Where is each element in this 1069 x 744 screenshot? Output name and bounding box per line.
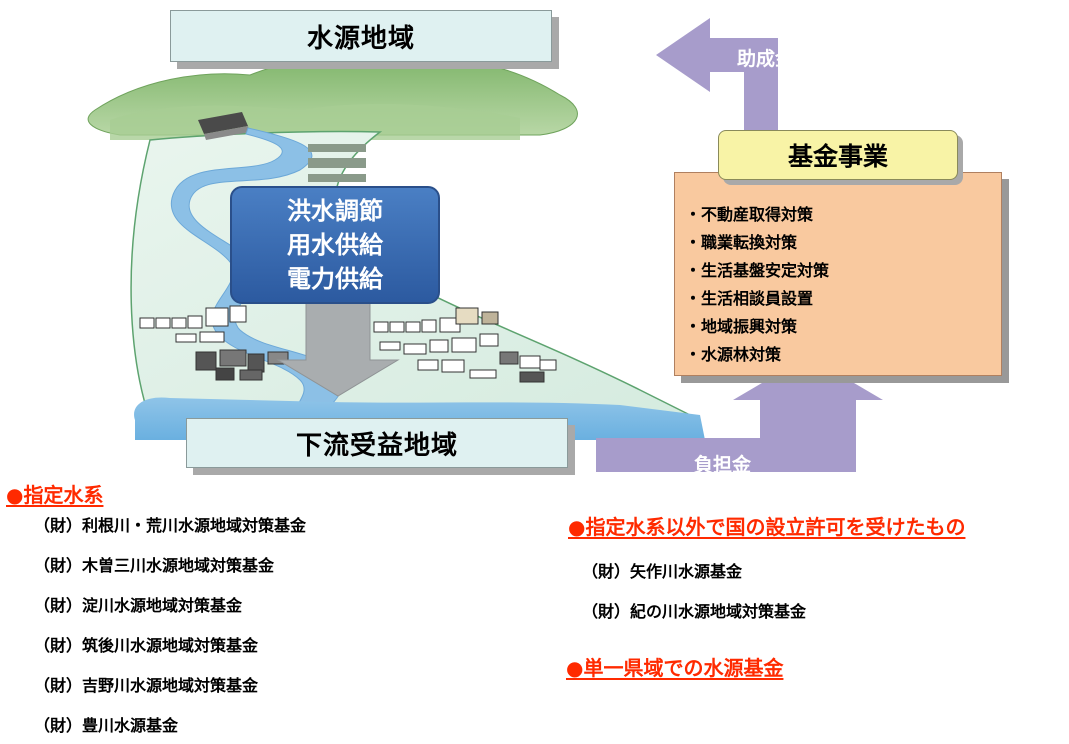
fund-projects-list: ・不動産取得対策 ・職業転換対策 ・生活基盤安定対策 ・生活相談員設置 ・地域振…: [685, 201, 1001, 369]
non-designated-fund-list: （財）矢作川水源基金 （財）紀の川水源地域対策基金: [582, 560, 806, 640]
fund-project-item: ・水源林対策: [685, 345, 782, 364]
list-item: （財）矢作川水源基金: [582, 562, 743, 581]
non-designated-heading: ●指定水系以外で国の設立許可を受けたもの: [568, 515, 966, 539]
burden-arrow: [596, 356, 883, 472]
list-item: （財）紀の川水源地域対策基金: [582, 602, 807, 621]
list-item: （財）豊川水源基金: [34, 716, 179, 735]
function-power-supply: 電力供給: [287, 265, 383, 293]
fund-projects-title: 基金事業: [718, 130, 958, 180]
subsidy-arrow: [656, 18, 778, 140]
list-item: （財）淀川水源地域対策基金: [34, 596, 243, 615]
function-flood-control: 洪水調節: [287, 197, 383, 225]
dam-icon: [198, 112, 250, 140]
list-item: （財）筑後川水源地域対策基金: [34, 636, 259, 655]
dam-functions-box: 洪水調節 用水供給 電力供給: [230, 186, 440, 304]
burden-label: 負担金: [694, 454, 752, 476]
list-item: （財）吉野川水源地域対策基金: [34, 676, 259, 695]
subsidy-label: 助成金: [737, 48, 795, 70]
upstream-area-box: 水源地域: [170, 10, 552, 62]
mountains: [87, 55, 578, 140]
single-prefecture-heading: ●単一県域での水源基金: [566, 656, 784, 680]
list-item: （財）利根川・荒川水源地域対策基金: [34, 516, 307, 535]
fund-project-item: ・職業転換対策: [685, 233, 798, 252]
houses-right: [373, 307, 557, 383]
fund-projects-box: ・不動産取得対策 ・職業転換対策 ・生活基盤安定対策 ・生活相談員設置 ・地域振…: [674, 172, 1002, 376]
designated-heading: ●指定水系: [6, 483, 104, 507]
down-arrow-icon: [276, 144, 400, 397]
function-water-supply: 用水供給: [287, 231, 383, 259]
fund-project-item: ・生活基盤安定対策: [685, 261, 830, 280]
list-item: （財）木曽三川水源地域対策基金: [34, 556, 275, 575]
fund-project-item: ・地域振興対策: [685, 317, 798, 336]
designated-fund-list: （財）利根川・荒川水源地域対策基金 （財）木曽三川水源地域対策基金 （財）淀川水…: [34, 514, 306, 744]
downstream-area-box: 下流受益地域: [186, 418, 568, 468]
fund-project-item: ・不動産取得対策: [685, 205, 814, 224]
fund-project-item: ・生活相談員設置: [685, 289, 814, 308]
